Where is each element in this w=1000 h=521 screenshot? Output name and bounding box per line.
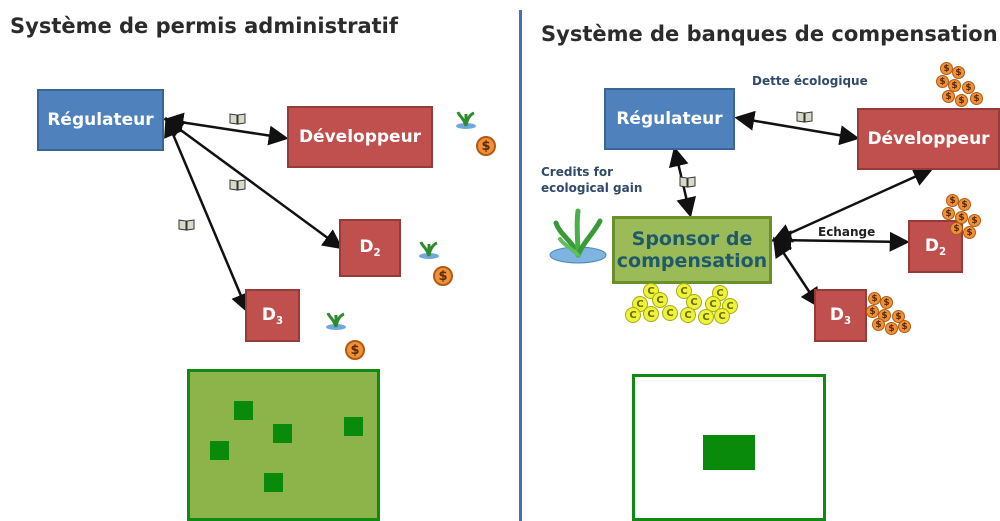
plant-icon [456, 111, 476, 129]
coin-icon: $ [880, 296, 893, 309]
coin-icon: $ [958, 198, 971, 211]
arrow-regulator-developer-right [734, 110, 860, 146]
plant-icon [419, 241, 439, 259]
book-icon [796, 111, 813, 123]
credit-coin-icon: C [662, 305, 678, 321]
coin-icon: $ [948, 79, 961, 92]
arrow-sponsor-d2 [771, 230, 910, 252]
coin-icon: $ [968, 214, 981, 227]
habitat-patch [234, 401, 253, 420]
habitat-patch [210, 441, 229, 460]
left-panel-title: Système de permis administratif [10, 14, 399, 38]
developer-label: Développeur [867, 129, 990, 149]
d3-label: D3 [829, 304, 852, 327]
coin-icon: $ [942, 207, 955, 220]
plant-icon [326, 312, 346, 330]
arrow-regulator-d3 [164, 116, 250, 314]
right-panel-title: Système de banques de compensation [541, 22, 998, 46]
credit-coin-icon: C [680, 307, 696, 323]
developer-label: Développeur [298, 127, 422, 147]
d2-label: D2 [359, 237, 381, 259]
coin-icon: $ [866, 305, 879, 318]
coin-icon: $ [892, 310, 905, 323]
coin-icon: $ [872, 318, 885, 331]
coin-icon: $ [950, 222, 963, 235]
coin-icon: $ [952, 66, 965, 79]
credit-coin-icon: C [714, 308, 730, 324]
book-icon [229, 179, 246, 191]
regulator-box-right: Régulateur [604, 88, 735, 150]
panel-divider [519, 10, 522, 521]
regulator-label: Régulateur [616, 109, 723, 129]
developer-box-right: Développeur [857, 108, 1000, 170]
coin-icon: $ [955, 94, 968, 107]
regulator-box-left: Régulateur [37, 89, 164, 151]
d2-box-left: D2 [339, 219, 401, 277]
wetland-plant-icon [549, 208, 607, 264]
credits-label-line2: ecological gain [541, 181, 643, 195]
sponsor-box: Sponsor de compensation [612, 216, 772, 284]
coin-icon: $ [898, 320, 911, 333]
coin-icon: $ [476, 136, 496, 156]
credit-coin-icon: C [652, 292, 668, 308]
arrow-sponsor-developer [771, 167, 934, 243]
arrow-regulator-developer [163, 112, 289, 146]
habitat-patch [703, 435, 755, 470]
habitat-patch [273, 424, 292, 443]
coin-icon: $ [963, 226, 976, 239]
sponsor-label-line1: Sponsor de [631, 228, 753, 250]
credits-label-line1: Credits for [541, 165, 614, 179]
coin-icon: $ [942, 90, 955, 103]
exchange-label: Echange [818, 225, 876, 239]
habitat-patch [264, 473, 283, 492]
credit-coin-icon: C [698, 309, 714, 325]
d3-box-right: D3 [814, 289, 867, 342]
d3-box-left: D3 [245, 289, 300, 342]
debt-label: Dette écologique [752, 74, 868, 88]
d3-label: D3 [261, 304, 284, 327]
credit-coin-icon: C [705, 296, 721, 312]
book-icon [178, 219, 195, 231]
habitat-patch [344, 417, 363, 436]
d2-label: D2 [924, 235, 947, 258]
coin-icon: $ [962, 81, 975, 94]
developer-box-left: Développeur [287, 106, 433, 168]
sponsor-label-line2: compensation [616, 250, 768, 272]
coin-icon: $ [970, 92, 983, 105]
arrow-sponsor-d3 [772, 236, 821, 309]
book-icon [679, 176, 696, 188]
credit-coin-icon: C [643, 306, 659, 322]
credit-coin-icon: C [625, 307, 641, 323]
coin-icon: $ [885, 322, 898, 335]
regulator-label: Régulateur [47, 110, 154, 130]
coin-icon: $ [345, 340, 365, 360]
coin-icon: $ [433, 266, 453, 286]
book-icon [229, 112, 246, 125]
